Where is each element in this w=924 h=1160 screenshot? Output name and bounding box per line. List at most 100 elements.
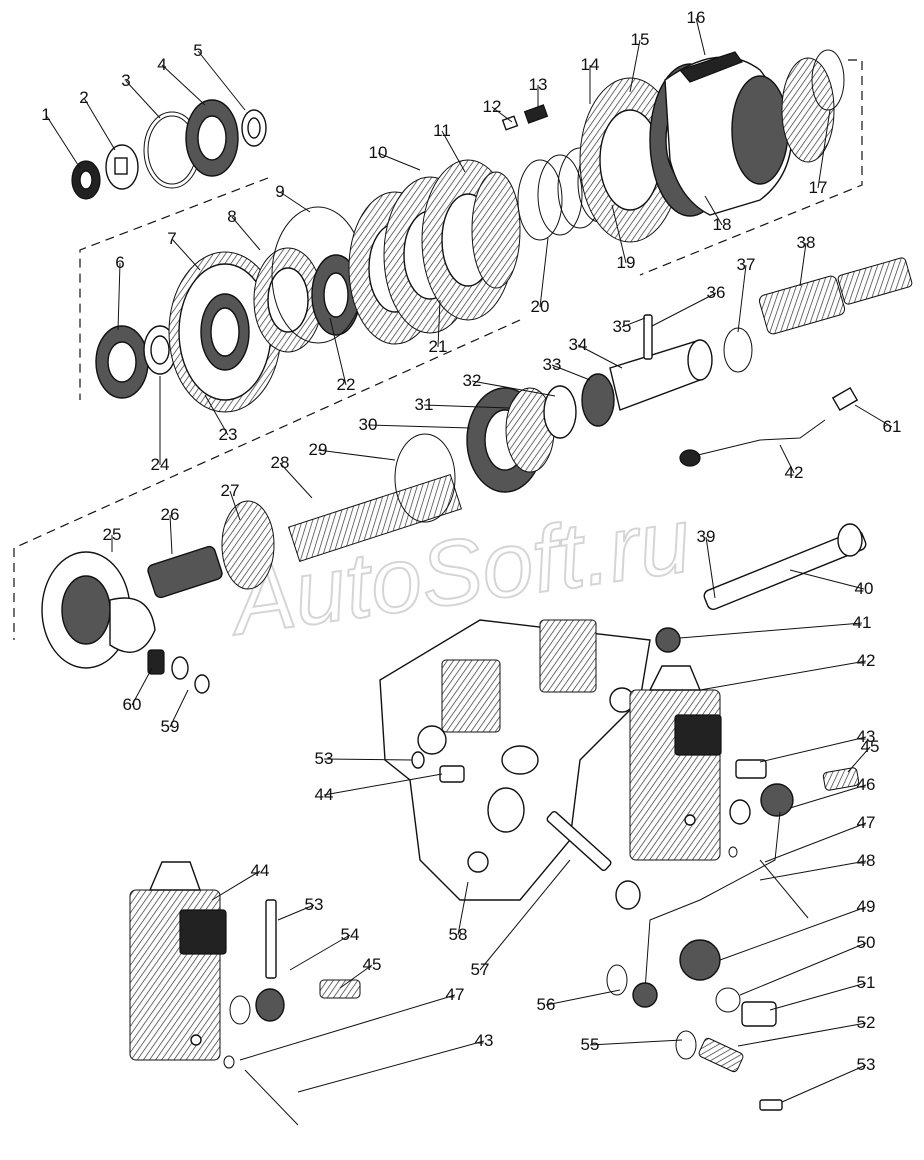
part-46-47-bolt-pipe xyxy=(644,811,809,991)
part-58-57-fitting xyxy=(147,649,210,694)
part-4-bearing xyxy=(185,99,239,177)
leader-line-3 xyxy=(125,80,161,119)
leader-line-10 xyxy=(377,152,421,171)
callout-label-46: 46 xyxy=(857,775,876,794)
callout-label-20: 20 xyxy=(531,297,550,316)
callout-label-56: 56 xyxy=(537,995,556,1014)
leader-line-16 xyxy=(695,17,706,56)
callout-label-44: 44 xyxy=(251,861,270,880)
part-5-ring xyxy=(241,109,267,147)
leader-line-20 xyxy=(539,237,549,308)
leader-line-30 xyxy=(367,424,471,429)
callout-label-14: 14 xyxy=(581,55,600,74)
leader-lines xyxy=(45,17,893,1103)
callout-label-31: 31 xyxy=(415,395,434,414)
callout-labels: 1234567891011121314151617181920212223242… xyxy=(41,8,901,1074)
part-37-ring xyxy=(723,327,753,373)
callout-label-13: 13 xyxy=(529,75,548,94)
part-8-gear-hub xyxy=(253,247,323,353)
callout-label-48: 48 xyxy=(857,851,876,870)
callout-label-10: 10 xyxy=(369,143,388,162)
part-1-nut xyxy=(71,160,101,200)
leader-line-40 xyxy=(789,569,865,590)
leader-line-54 xyxy=(289,934,351,971)
callout-label-34: 34 xyxy=(569,335,588,354)
callout-label-17: 17 xyxy=(809,178,828,197)
callout-label-7: 7 xyxy=(167,229,176,248)
leader-line-22 xyxy=(329,317,347,386)
part-38-splined-shaft xyxy=(758,257,913,335)
callout-label-55: 55 xyxy=(581,1035,600,1054)
leader-line-7 xyxy=(171,238,201,271)
part-59-60-tube xyxy=(679,386,859,467)
part-17-snap-ring xyxy=(781,49,845,163)
callout-label-42: 42 xyxy=(857,651,876,670)
leader-line-39 xyxy=(705,536,716,599)
part-61-53-44-left xyxy=(223,899,361,1126)
callout-label-44: 44 xyxy=(315,785,334,804)
part-43-44-right xyxy=(735,759,860,791)
callout-label-16: 16 xyxy=(687,8,706,27)
callout-label-5: 5 xyxy=(193,41,202,60)
callout-label-59: 59 xyxy=(161,717,180,736)
leader-line-47 xyxy=(764,822,867,863)
part-42-valve-left xyxy=(129,861,227,1061)
callout-label-15: 15 xyxy=(631,30,650,49)
part-27-flange xyxy=(221,500,275,590)
leader-line-44 xyxy=(211,870,261,901)
leader-line-60 xyxy=(131,667,153,706)
leader-line-42 xyxy=(779,444,795,474)
leader-line-32 xyxy=(471,380,556,397)
callout-label-61: 61 xyxy=(883,417,902,436)
callout-label-54: 54 xyxy=(341,925,360,944)
leader-line-45 xyxy=(847,746,871,773)
part-26-shaft-end xyxy=(147,545,223,599)
callout-label-51: 51 xyxy=(857,973,876,992)
callout-label-36: 36 xyxy=(707,283,726,302)
callout-label-43: 43 xyxy=(857,727,876,746)
callout-label-53: 53 xyxy=(305,895,324,914)
callout-label-43: 43 xyxy=(475,1031,494,1050)
callout-label-58: 58 xyxy=(449,925,468,944)
leader-line-42 xyxy=(699,660,867,691)
leader-line-34 xyxy=(577,344,623,369)
leader-line-18 xyxy=(704,195,723,226)
leader-line-53 xyxy=(277,904,315,921)
callout-label-28: 28 xyxy=(271,453,290,472)
leader-line-52 xyxy=(737,1022,867,1047)
leader-line-31 xyxy=(423,404,511,409)
part-45-53-fittings-right xyxy=(728,783,794,858)
part-6-bearing xyxy=(95,325,149,399)
watermark-text: AutoSoft.ru xyxy=(222,489,697,655)
leader-line-29 xyxy=(317,449,396,461)
leader-line-47 xyxy=(239,994,456,1061)
leader-line-15 xyxy=(629,39,641,93)
leader-line-44 xyxy=(323,773,443,796)
callout-label-1: 1 xyxy=(41,105,50,124)
leader-line-56 xyxy=(545,989,621,1006)
part-28-29-main-shaft xyxy=(287,433,463,563)
callout-label-12: 12 xyxy=(483,97,502,116)
part-22-hub xyxy=(311,254,361,336)
part-25-coupling xyxy=(41,551,156,669)
callout-label-45: 45 xyxy=(363,955,382,974)
leader-line-51 xyxy=(769,982,867,1011)
leader-line-23 xyxy=(204,394,229,436)
callout-label-27: 27 xyxy=(221,481,240,500)
leader-line-19 xyxy=(611,204,627,264)
callout-label-53: 53 xyxy=(315,749,334,768)
callout-label-32: 32 xyxy=(463,371,482,390)
part-23-gear xyxy=(168,251,282,413)
callout-label-11: 11 xyxy=(433,121,451,140)
leader-line-26 xyxy=(169,514,173,555)
leader-line-5 xyxy=(197,50,246,111)
callout-label-33: 33 xyxy=(543,355,562,374)
part-42-valve-right xyxy=(629,665,722,861)
assembly-boundary-lines xyxy=(13,59,863,640)
part-12-13-pin xyxy=(501,104,549,131)
leader-line-37 xyxy=(737,264,747,333)
callout-label-24: 24 xyxy=(151,455,170,474)
leader-line-50 xyxy=(739,942,867,996)
